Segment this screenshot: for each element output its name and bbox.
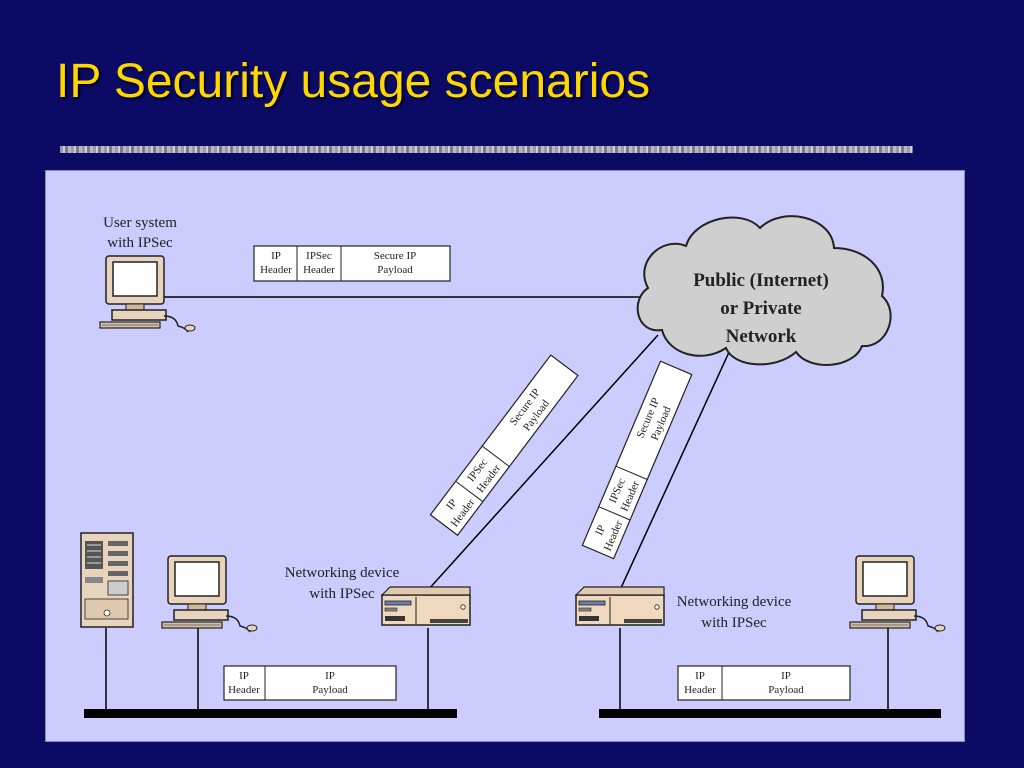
svg-text:IP: IP — [271, 250, 281, 262]
svg-text:Payload: Payload — [768, 684, 804, 696]
cloud-label-line2: or Private — [720, 298, 801, 319]
networking-device-right-label-line1: Networking device — [677, 594, 792, 610]
svg-text:IPSec: IPSec — [306, 250, 332, 262]
lan-bus-left — [84, 709, 457, 718]
lan-left-computer-icon — [161, 555, 258, 633]
networking-device-left-label-line2: with IPSec — [309, 586, 375, 602]
user-system-label-line1: User system — [103, 215, 177, 231]
link-right-device-to-network — [619, 349, 731, 591]
packet-bottom-right: IP Header IP Payload — [677, 665, 851, 701]
svg-text:Secure IP: Secure IP — [374, 250, 416, 262]
networking-device-right-router-icon — [575, 586, 665, 626]
link-left-device-to-network — [427, 334, 659, 591]
svg-text:Header: Header — [303, 264, 335, 276]
user-system-computer-icon — [99, 255, 196, 333]
svg-text:IP: IP — [695, 670, 705, 682]
svg-text:IP: IP — [325, 670, 335, 682]
networking-device-left-label-line1: Networking device — [285, 565, 400, 581]
networking-device-right-label-line2: with IPSec — [701, 615, 767, 631]
svg-text:IP: IP — [593, 523, 608, 537]
svg-text:Payload: Payload — [377, 264, 413, 276]
packet-top: IP Header IPSec Header Secure IP Payload — [253, 245, 451, 282]
slide-title: IP Security usage scenarios — [56, 55, 651, 108]
packet-bottom-left: IP Header IP Payload — [223, 665, 397, 701]
user-system-label-line2: with IPSec — [107, 235, 173, 251]
packet-diagonal-right: IP Header IPSec Header Secure IP Payload — [581, 360, 693, 560]
svg-text:Payload: Payload — [312, 684, 348, 696]
packet-diagonal-left: IP Header IPSec Header Secure IP Payload — [429, 354, 579, 537]
network-cloud: Public (Internet) or Private Network — [636, 215, 892, 366]
svg-text:IP: IP — [239, 670, 249, 682]
cloud-label-line1: Public (Internet) — [693, 270, 829, 291]
server-tower-icon — [80, 532, 134, 628]
svg-text:Header: Header — [228, 684, 260, 696]
svg-text:Header: Header — [260, 264, 292, 276]
lan-bus-right — [599, 709, 941, 718]
title-divider — [60, 146, 913, 153]
lan-right-computer-icon — [849, 555, 946, 633]
svg-text:IP: IP — [781, 670, 791, 682]
networking-device-left-router-icon — [381, 586, 471, 626]
svg-text:Header: Header — [684, 684, 716, 696]
cloud-label-line3: Network — [726, 326, 797, 347]
